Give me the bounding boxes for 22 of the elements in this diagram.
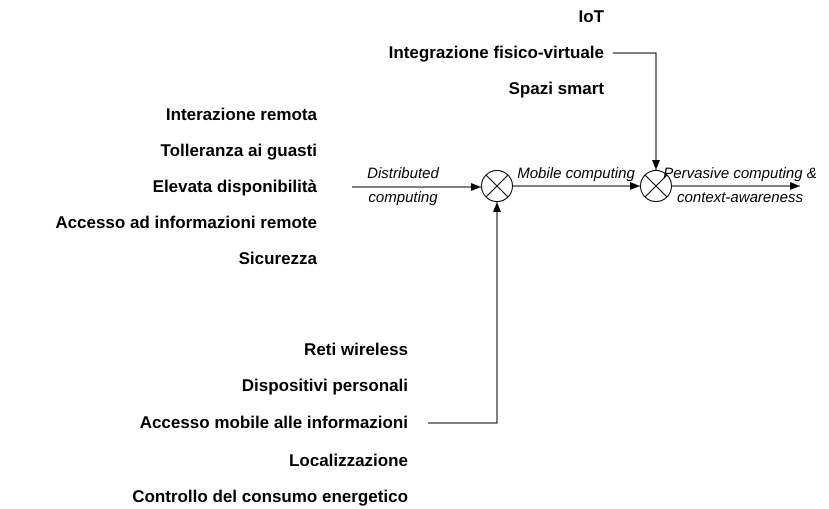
feature-label: Controllo del consumo energetico [132,486,408,508]
arrow [612,52,660,170]
feature-label: Accesso ad informazioni remote [55,212,317,234]
feature-label: Tolleranza ai guasti [160,140,317,162]
feature-label: Localizzazione [288,450,408,472]
feature-label: Integrazione fisico-virtuale [388,42,604,64]
feature-label: Reti wireless [304,339,408,361]
feature-label: Spazi smart [508,78,604,100]
edge-label: Distributed computing [366,164,440,208]
edge-label: Mobile computing [516,164,636,184]
arrow [352,183,482,191]
feature-label: Dispositivi personali [242,375,408,397]
feature-label: Sicurezza [238,248,317,270]
edge-label: Pervasive computing & context-awareness [662,164,818,208]
feature-label: Elevata disponibilità [152,176,317,198]
arrow [672,182,800,190]
summing-junction [481,170,513,202]
feature-label: Interazione remota [166,104,317,126]
feature-label: IoT [578,6,604,28]
feature-label: Accesso mobile alle informazioni [140,412,408,434]
arrow [512,182,640,190]
arrow [428,202,501,424]
